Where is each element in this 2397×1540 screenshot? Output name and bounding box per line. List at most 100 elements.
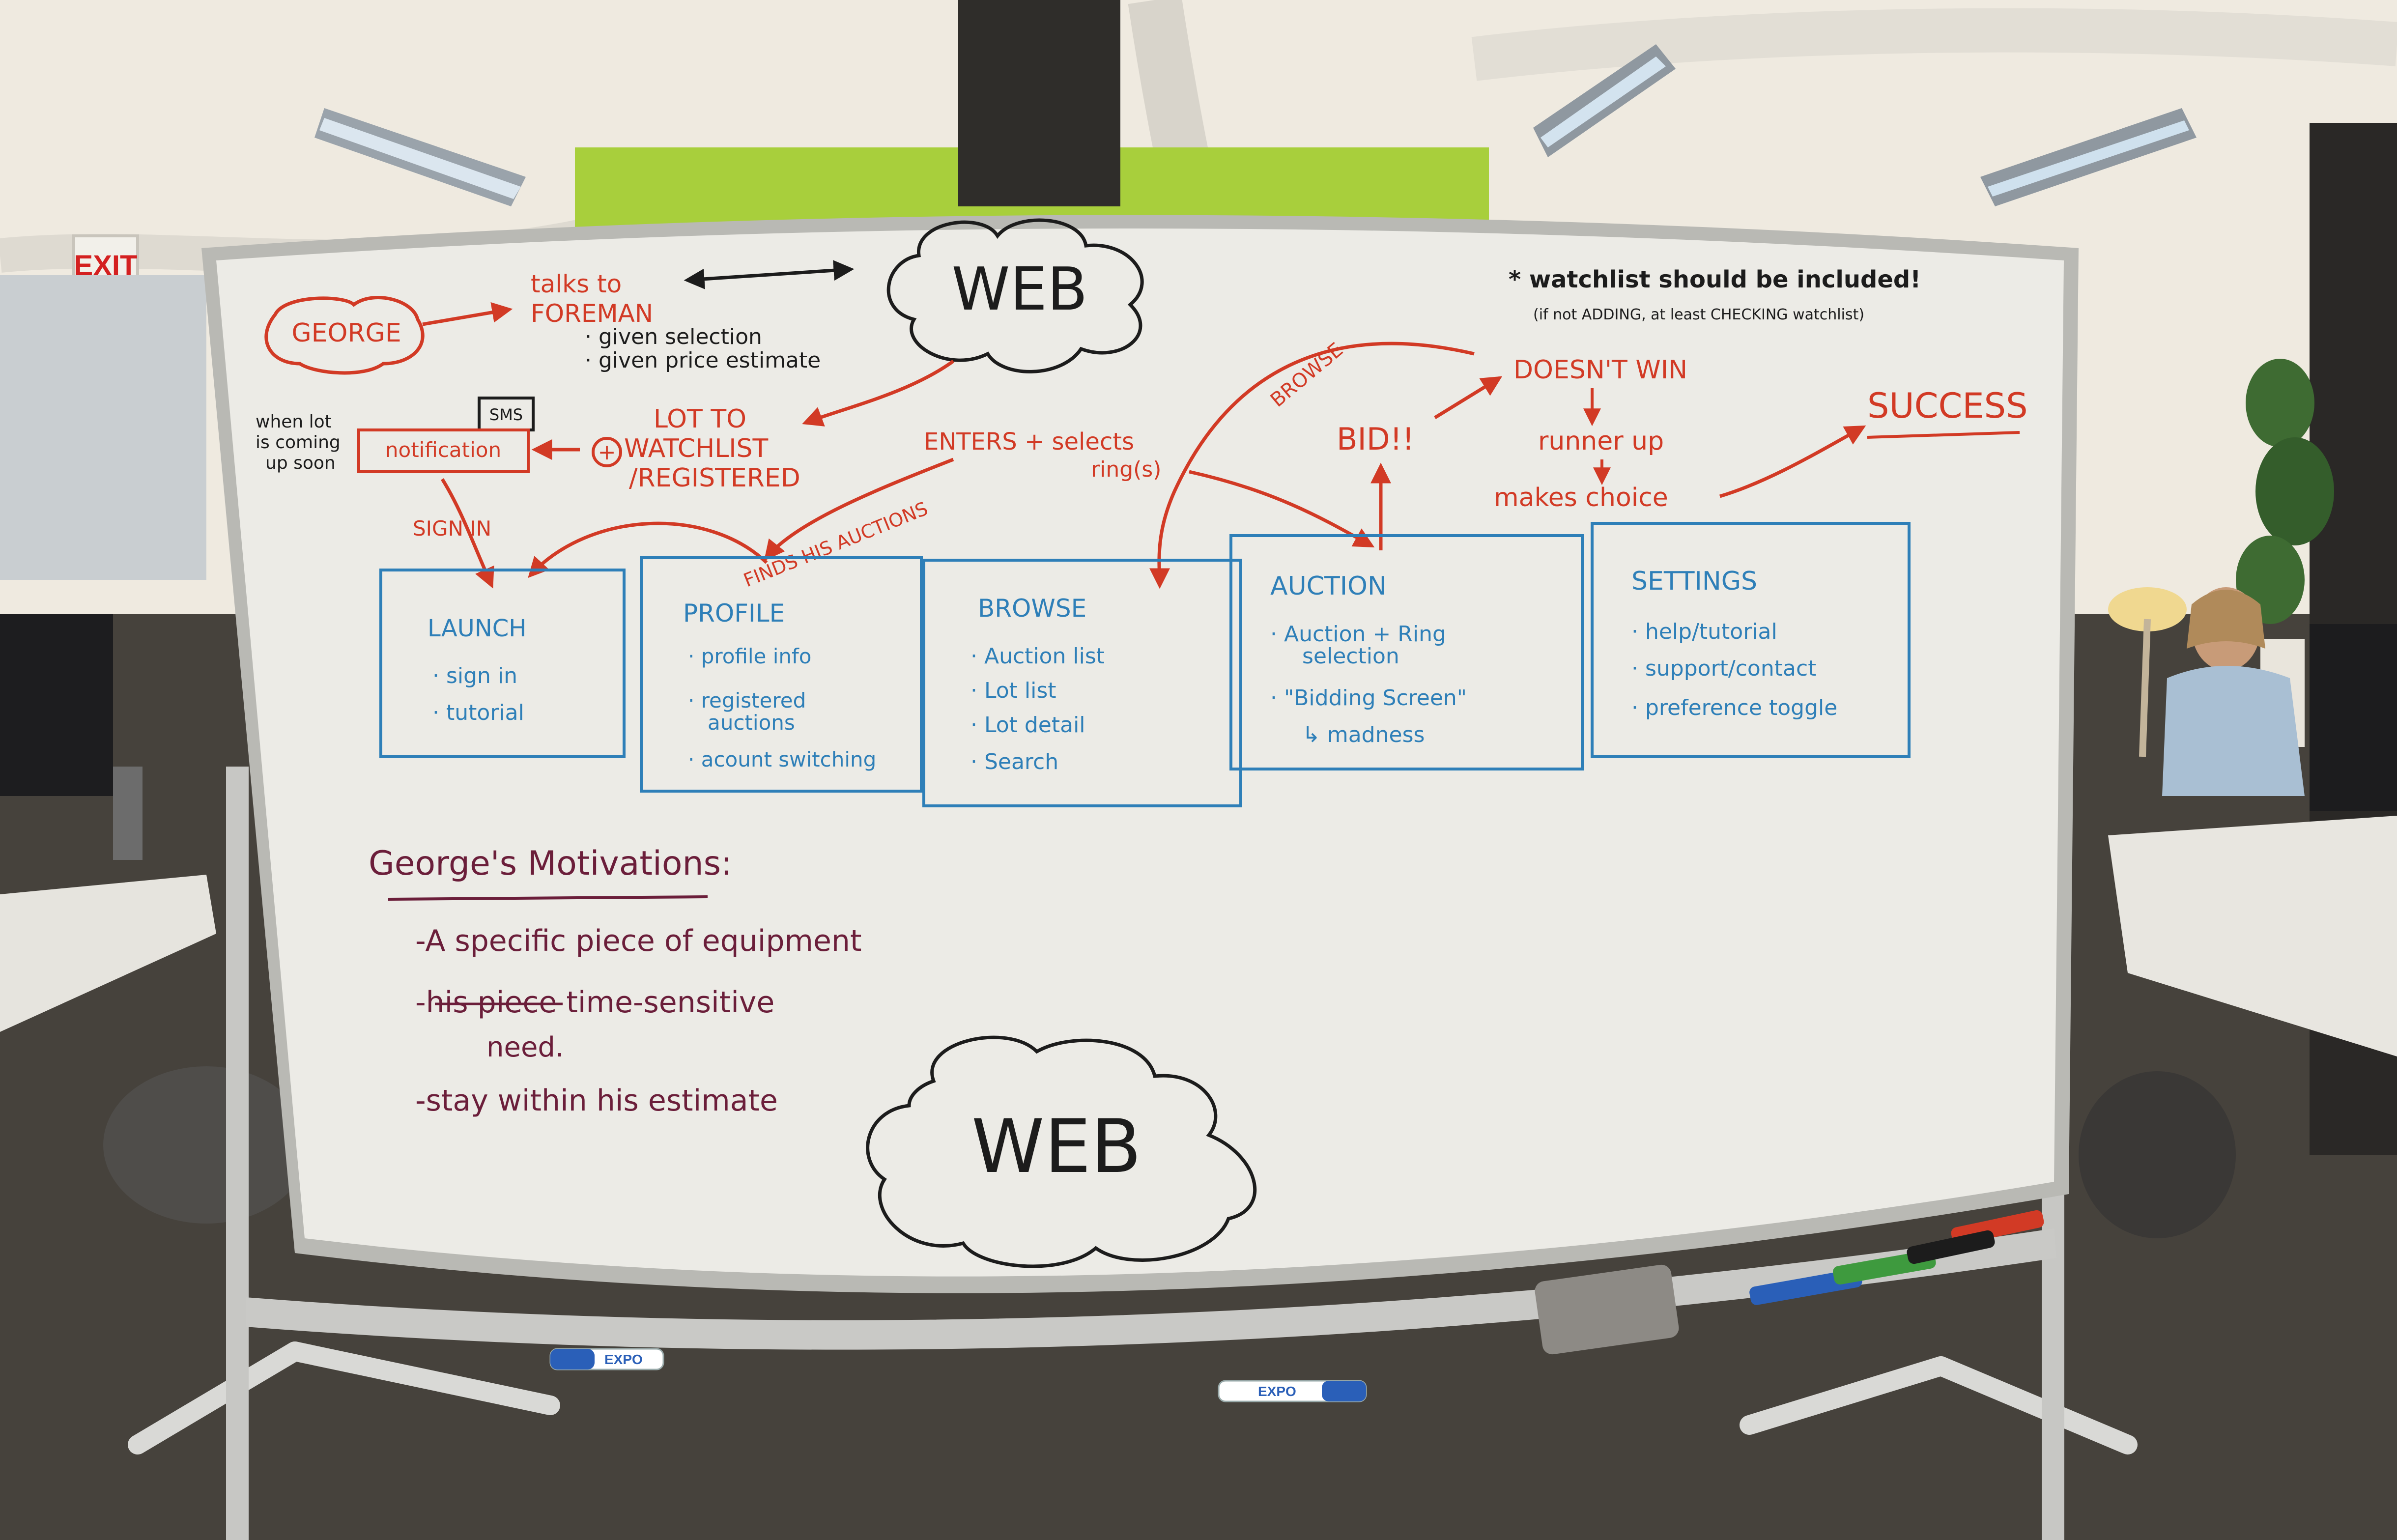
marker-brand: EXPO bbox=[604, 1352, 643, 1367]
seated-woman bbox=[2162, 587, 2305, 796]
box-auction-item: · "Bidding Screen" bbox=[1270, 685, 1467, 711]
talks-to-line1: talks to bbox=[531, 270, 622, 298]
box-browse-outline bbox=[922, 559, 1242, 807]
expo-marker-left: EXPO bbox=[549, 1348, 664, 1370]
sign-in-label: SIGN IN bbox=[413, 516, 491, 541]
watchlist-subnote: (if not ADDING, at least CHECKING watchl… bbox=[1533, 306, 1864, 323]
plus-circle bbox=[592, 437, 622, 467]
box-launch-item: · sign in bbox=[432, 663, 517, 688]
office-chair-right bbox=[2079, 1071, 2236, 1238]
success-label: SUCCESS bbox=[1867, 386, 2028, 426]
enters-selects: ENTERS + selects bbox=[924, 428, 1134, 456]
web-cloud-top: WEB bbox=[886, 218, 1144, 373]
when-lot-line1: when lot bbox=[256, 412, 332, 432]
box-browse-item: · Search bbox=[970, 749, 1058, 774]
box-settings-item: · help/tutorial bbox=[1631, 619, 1777, 644]
box-launch: LAUNCH · sign in · tutorial bbox=[379, 569, 626, 758]
pillar bbox=[958, 0, 1120, 206]
box-auction-item: ↳ madness bbox=[1302, 722, 1425, 747]
lot-to-line1: LOT TO bbox=[654, 404, 746, 434]
desk-lamp bbox=[2108, 587, 2187, 757]
office-chair-left bbox=[103, 1066, 310, 1224]
arrow-to-success bbox=[1719, 425, 1866, 498]
left-desk bbox=[0, 875, 216, 1032]
left-monitor bbox=[0, 614, 143, 860]
motivations-title: George's Motivations: bbox=[369, 844, 732, 883]
sms-label: SMS bbox=[489, 405, 523, 424]
left-window bbox=[0, 275, 206, 580]
box-profile-item: · registered bbox=[688, 688, 806, 713]
expo-marker-center: EXPO bbox=[1218, 1380, 1367, 1402]
arrow-enters-to-profile bbox=[764, 457, 954, 561]
box-browse-item: · Lot detail bbox=[970, 713, 1085, 738]
box-auction-item: selection bbox=[1302, 644, 1399, 669]
cloud-outline-bottom bbox=[866, 1035, 1256, 1268]
black-marker-tray bbox=[1907, 1230, 1995, 1264]
plus-symbol: + bbox=[598, 440, 616, 465]
lot-to-line2: WATCHLIST bbox=[624, 434, 769, 463]
box-auction-title: AUCTION bbox=[1270, 571, 1387, 601]
box-auction-outline bbox=[1229, 534, 1584, 770]
web-label-bottom: WEB bbox=[971, 1104, 1141, 1190]
runner-up-label: runner up bbox=[1538, 427, 1664, 456]
given-selection: · given selection bbox=[585, 324, 762, 349]
arrow-foreman-web bbox=[684, 260, 855, 289]
notification-label: notification bbox=[385, 438, 501, 462]
watchlist-note: * watchlist should be included! bbox=[1509, 266, 1921, 293]
george-node: GEORGE bbox=[264, 296, 425, 375]
makes-choice-label: makes choice bbox=[1494, 483, 1668, 513]
given-price: · given price estimate bbox=[585, 348, 821, 373]
george-motivations: George's Motivations: -A specific piece … bbox=[369, 844, 861, 1118]
george-cloud-outline bbox=[264, 296, 425, 375]
arrow-finds-his-auctions bbox=[528, 521, 768, 578]
box-profile-item: · acount switching bbox=[688, 747, 876, 771]
motivations-underline bbox=[388, 895, 708, 901]
lot-to-line3: /REGISTERED bbox=[629, 463, 800, 493]
marker-cap bbox=[550, 1349, 595, 1369]
ceiling-light-left bbox=[314, 108, 526, 206]
arrow-george-to-foreman bbox=[422, 302, 513, 326]
box-settings-item: · preference toggle bbox=[1631, 695, 1837, 720]
doesnt-win-label: DOESN'T WIN bbox=[1513, 355, 1687, 385]
box-settings-item: · support/contact bbox=[1631, 656, 1816, 681]
arrow-web-to-watchlist bbox=[802, 360, 955, 427]
rings-label: ring(s) bbox=[1091, 457, 1161, 482]
box-settings-title: SETTINGS bbox=[1631, 567, 1757, 596]
bid-label: BID!! bbox=[1337, 421, 1414, 457]
box-profile-item: · profile info bbox=[688, 644, 812, 668]
marker-brand: EXPO bbox=[1258, 1384, 1296, 1399]
whiteboard-surface bbox=[216, 228, 2064, 1277]
eraser bbox=[1535, 1264, 1679, 1355]
box-browse-item: · Lot list bbox=[970, 678, 1056, 703]
box-browse: BROWSE · Auction list · Lot list · Lot d… bbox=[922, 559, 1242, 807]
motivation-item: need. bbox=[486, 1031, 564, 1063]
when-lot-line3: up soon bbox=[265, 453, 336, 473]
george-label: GEORGE bbox=[291, 318, 401, 348]
box-settings: SETTINGS · help/tutorial · support/conta… bbox=[1591, 522, 1911, 758]
success-underline bbox=[1867, 431, 2020, 439]
box-profile-item: auctions bbox=[708, 711, 795, 735]
ceiling-light-right bbox=[1980, 108, 2197, 206]
web-label-top: WEB bbox=[952, 256, 1088, 324]
ceiling-duct-right bbox=[1471, 8, 2397, 81]
box-browse-title: BROWSE bbox=[978, 594, 1086, 623]
potted-plant bbox=[2236, 359, 2334, 747]
box-launch-title: LAUNCH bbox=[428, 615, 526, 642]
chair-bases bbox=[128, 1341, 2138, 1454]
box-launch-item: · tutorial bbox=[432, 700, 524, 725]
right-desk bbox=[2108, 816, 2397, 1056]
box-profile-title: PROFILE bbox=[683, 599, 785, 627]
right-monitor bbox=[2310, 624, 2397, 811]
box-auction-item: · Auction + Ring bbox=[1270, 622, 1446, 647]
box-launch-outline bbox=[379, 569, 626, 758]
arrow-bid-to-doesnt-win bbox=[1434, 376, 1503, 419]
arrow-browse bbox=[1149, 342, 1475, 589]
when-lot-line2: is coming bbox=[256, 432, 341, 453]
talks-to-line2: FOREMAN bbox=[531, 299, 653, 328]
box-settings-outline bbox=[1591, 522, 1911, 758]
motivation-item: -A specific piece of equipment bbox=[415, 924, 861, 958]
cloud-outline-top bbox=[886, 218, 1144, 373]
marker-tray: EXPO EXPO bbox=[549, 1210, 2044, 1402]
box-browse-item: · Auction list bbox=[970, 644, 1105, 669]
